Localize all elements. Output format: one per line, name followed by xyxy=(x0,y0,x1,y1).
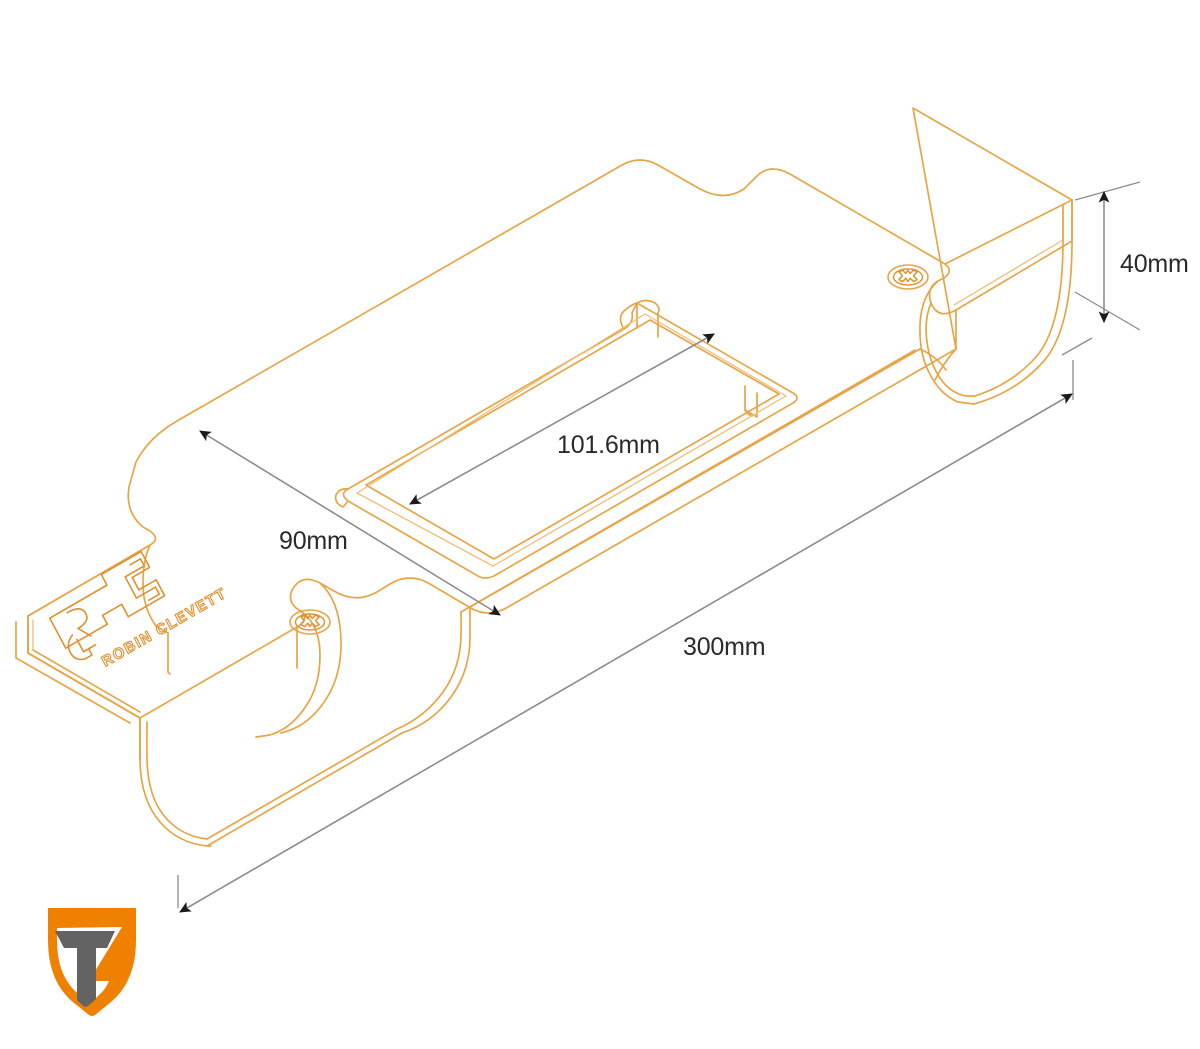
dimension-label-40mm: 40mm xyxy=(1120,250,1189,278)
dim-line-300mm xyxy=(179,393,1073,913)
dimension-label-300mm: 300mm xyxy=(683,633,765,661)
ext-line-300mm-right xyxy=(1061,337,1093,356)
rc-monogram-icon xyxy=(48,550,166,661)
part-left-foot-block xyxy=(15,544,171,761)
dimension-40mm: 40mm xyxy=(1074,181,1189,331)
dimension-300mm: 300mm xyxy=(177,337,1093,913)
shield-logo-icon xyxy=(48,908,136,1016)
part-right-lower-wrap xyxy=(919,348,947,371)
part-top-right-platform-edges xyxy=(944,199,1073,265)
